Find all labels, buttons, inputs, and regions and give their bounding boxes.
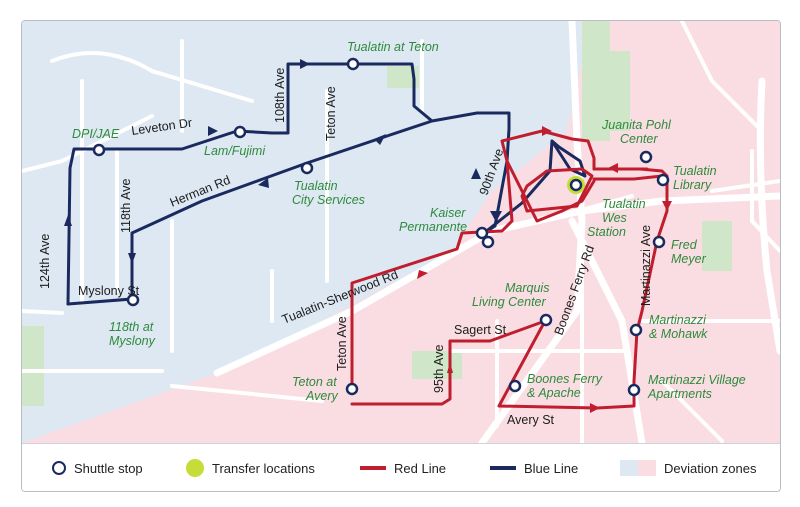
stop-label-tualatin-wes-station-2: Wes (602, 211, 627, 225)
park-area (22, 326, 44, 406)
stop-label-tualatin-wes-station-3: Station (587, 225, 626, 239)
street-label-avery-st: Avery St (507, 413, 555, 427)
blue-arrow (374, 134, 386, 145)
street-label-teton-ave-south: Teton Ave (335, 316, 349, 371)
stop-label-boones-ferry-apache-2: & Apache (527, 386, 581, 400)
stop-label-118th-at-myslony-1: 118th at (109, 320, 154, 334)
stop-label-tualatin-wes-station-1: Tualatin (602, 197, 646, 211)
stop-label-118th-at-myslony-2: Myslony (109, 334, 156, 348)
legend-transfer-locations-label: Transfer locations (212, 460, 315, 476)
red-arrow (447, 362, 453, 373)
stop-martinazzi-mohawk (629, 323, 643, 337)
blue-arrow (128, 253, 136, 264)
street-label-martinazzi-ave: Martinazzi Ave (639, 225, 653, 306)
stop-kaiser-permanente-2 (481, 235, 495, 249)
blue-arrow (300, 59, 310, 69)
street-label-95th-ave: 95th Ave (432, 345, 446, 393)
blue-arrow (208, 126, 218, 136)
shuttle-stops (92, 57, 670, 397)
blue-arrow (490, 211, 502, 222)
stop-label-juanita-pohl-center-2: Center (620, 132, 658, 146)
route-map: Tualatin at Teton DPI/JAE Lam/Fujimi Tua… (22, 21, 780, 443)
stop-label-fred-meyer-1: Fred (671, 238, 698, 252)
pink-zone-swatch-icon (638, 460, 656, 476)
stop-label-boones-ferry-apache-1: Boones Ferry (527, 372, 603, 386)
transfer-location-icon (186, 459, 204, 477)
stop-kaiser-permanente-1 (475, 226, 489, 240)
legend-red-line-label: Red Line (394, 460, 447, 476)
stop-label-kaiser-permanente-2: Permanente (399, 220, 467, 234)
stop-label-tualatin-library-1: Tualatin (673, 164, 717, 178)
stop-teton-at-avery (345, 382, 359, 396)
stop-lam-fujimi (233, 125, 247, 139)
street-label-teton-ave-north: Teton Ave (324, 86, 338, 141)
red-arrow (542, 126, 552, 136)
red-arrow (417, 270, 428, 279)
map-legend: Shuttle stop Transfer locations Red Line… (22, 443, 780, 491)
stop-tualatin-at-teton (346, 57, 360, 71)
stop-label-fred-meyer-2: Meyer (671, 252, 707, 266)
stop-label-marquis-living-center-2: Living Center (472, 295, 546, 309)
stop-tualatin-city-services (300, 161, 314, 175)
blue-direction-arrows (64, 59, 502, 264)
park-area (387, 66, 419, 88)
stop-label-teton-at-avery-1: Teton at (292, 375, 337, 389)
park-area (582, 21, 610, 141)
pink-zone-left-lobe (22, 373, 217, 443)
park-area (412, 351, 462, 379)
stop-label-tualatin-city-services-1: Tualatin (294, 179, 338, 193)
stop-label-martinazzi-village-apartments-2: Apartments (647, 387, 712, 401)
blue-line-icon (490, 466, 516, 470)
stop-label-juanita-pohl-center-1: Juanita Pohl (601, 118, 672, 132)
red-arrow (608, 163, 618, 173)
stop-fred-meyer (652, 235, 666, 249)
blue-arrow (64, 215, 72, 226)
park-area (610, 51, 630, 131)
stop-label-kaiser-permanente-1: Kaiser (430, 206, 466, 220)
street-label-108th-ave: 108th Ave (273, 68, 287, 123)
blue-zone-swatch-icon (620, 460, 638, 476)
stop-label-marquis-living-center-1: Marquis (505, 281, 549, 295)
legend-deviation-zones-label: Deviation zones (664, 460, 757, 476)
legend-shuttle-stop-label: Shuttle stop (74, 460, 143, 476)
stop-label-tualatin-at-teton: Tualatin at Teton (347, 40, 439, 54)
red-direction-arrows (417, 126, 672, 413)
blue-arrow (471, 168, 481, 179)
red-arrow (590, 403, 600, 413)
park-area (702, 221, 732, 271)
legend-blue-line-label: Blue Line (524, 460, 579, 476)
stop-118th-at-myslony (126, 293, 140, 307)
shuttle-stop-icon (52, 461, 66, 475)
stop-tualatin-library (656, 173, 670, 187)
legend-blue-line: Blue Line (490, 459, 578, 477)
street-label-118th-ave: 118th Ave (119, 179, 133, 233)
stop-label-martinazzi-mohawk-1: Martinazzi (649, 313, 707, 327)
stop-juanita-pohl-center (639, 150, 653, 164)
red-line-icon (360, 466, 386, 470)
stop-label-martinazzi-mohawk-2: & Mohawk (649, 327, 708, 341)
stop-label-tualatin-library-2: Library (673, 178, 712, 192)
stop-label-martinazzi-village-apartments-1: Martinazzi Village (648, 373, 746, 387)
stop-marquis-living-center (539, 313, 553, 327)
street-label-sagert-st: Sagert St (454, 323, 507, 337)
legend-red-line: Red Line (360, 459, 446, 477)
stop-martinazzi-village-apartments (627, 383, 641, 397)
stop-dpi-jae (92, 143, 106, 157)
red-arrow (662, 201, 672, 211)
legend-deviation-zones: Deviation zones (620, 459, 757, 477)
stop-label-tualatin-city-services-2: City Services (292, 193, 365, 207)
street-label-myslony-st: Myslony St (78, 284, 140, 298)
legend-shuttle-stop: Shuttle stop (52, 459, 143, 477)
stop-label-dpi-jae: DPI/JAE (72, 127, 120, 141)
map-frame: Tualatin at Teton DPI/JAE Lam/Fujimi Tua… (21, 20, 781, 492)
legend-transfer-locations: Transfer locations (186, 459, 315, 477)
blue-arrow (258, 178, 269, 188)
stop-label-lam-fujimi: Lam/Fujimi (204, 144, 266, 158)
stop-boones-ferry-apache (508, 379, 522, 393)
stop-tualatin-wes-station (569, 178, 583, 192)
street-label-124th-ave: 124th Ave (38, 234, 52, 289)
stop-label-teton-at-avery-2: Avery (305, 389, 338, 403)
